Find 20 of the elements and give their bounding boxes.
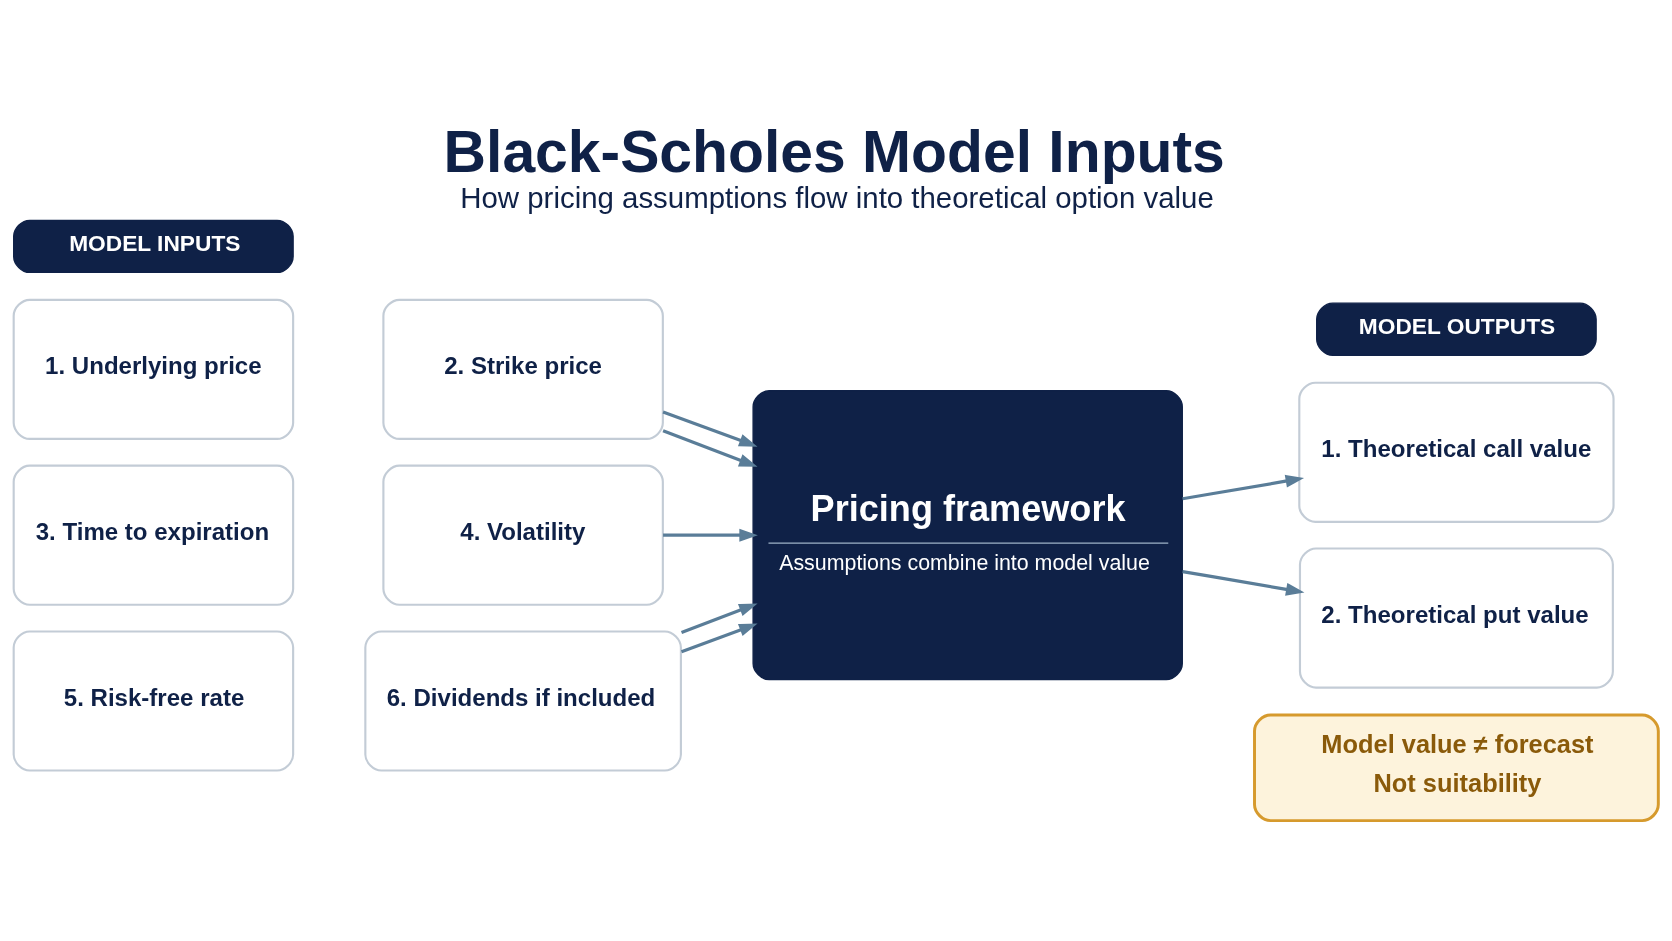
- node-box: 1. Theoretical call value: [1298, 381, 1615, 523]
- node-box: 5. Risk-free rate: [12, 629, 295, 772]
- diagram-title: Black-Scholes Model Inputs: [443, 118, 1225, 184]
- arrow: [662, 428, 758, 467]
- node-box: 6. Dividends if included: [364, 629, 682, 772]
- arrow: [1182, 569, 1305, 596]
- arrow: [680, 603, 758, 634]
- arrow: [1182, 474, 1305, 500]
- arrow: [680, 623, 758, 653]
- node-box: 4. Volatility: [382, 464, 664, 606]
- arrow: [663, 528, 758, 542]
- node-box: 2. Theoretical put value: [1298, 546, 1614, 689]
- node-box: MODEL INPUTS: [13, 219, 294, 273]
- node-box: Model value ≠ forecast Not suitability: [1253, 713, 1660, 822]
- arrow: [662, 410, 758, 447]
- node-box: 2. Strike price: [382, 298, 664, 440]
- node-box: MODEL OUTPUTS: [1316, 302, 1597, 356]
- node-box: 3. Time to expiration: [12, 464, 295, 606]
- node-box: 1. Underlying price: [12, 298, 295, 440]
- node-box: Pricing framework Assumptions combine into model value: [752, 389, 1183, 680]
